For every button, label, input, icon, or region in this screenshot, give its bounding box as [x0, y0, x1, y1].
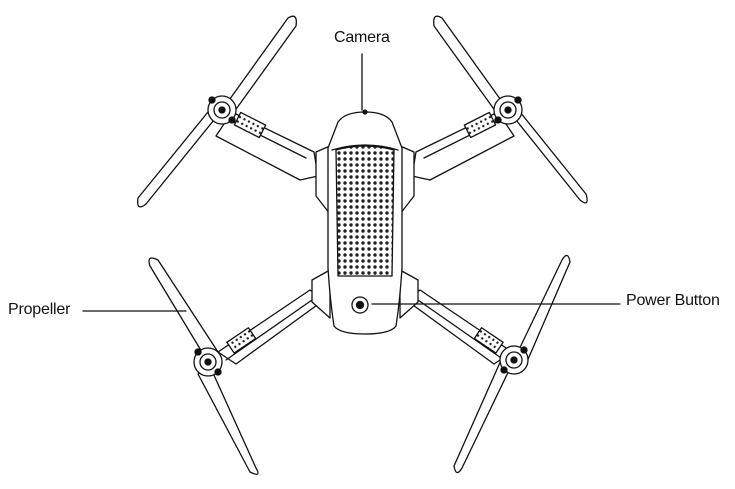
arm-rear-left: [218, 290, 324, 364]
callout-lines: [83, 54, 620, 311]
propeller-rear-right: [454, 255, 570, 472]
arm-front-left: [216, 112, 318, 180]
propeller-rear-left: [149, 258, 258, 474]
propeller-label: Propeller: [8, 301, 71, 318]
power-button: [352, 297, 368, 313]
arm-front-right: [412, 112, 514, 180]
drone-body: [312, 112, 418, 334]
power-button-label: Power Button: [626, 292, 720, 309]
arm-rear-right: [406, 290, 512, 364]
propeller-front-right: [434, 16, 587, 203]
camera-lens: [363, 110, 367, 114]
propeller-front-left: [138, 16, 297, 207]
camera-label: Camera: [334, 29, 390, 46]
